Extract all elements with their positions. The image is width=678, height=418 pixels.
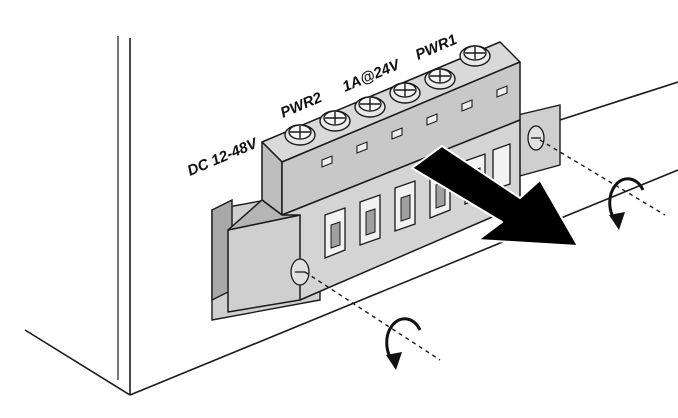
right-mounting-screw <box>527 125 545 151</box>
pull-out-arrow-icon <box>411 145 579 247</box>
top-face-slots <box>321 85 508 168</box>
device-housing <box>24 36 678 396</box>
screw-icon <box>389 82 421 104</box>
rotate-counterclockwise-icon <box>385 317 422 370</box>
screw-icon <box>459 45 491 67</box>
screw-icon <box>424 68 456 90</box>
screw-axis-lines <box>304 139 666 361</box>
screw-icon <box>284 124 316 146</box>
rotate-counterclockwise-icon <box>608 177 645 230</box>
screw-icon <box>319 110 351 132</box>
voltage-range-label: DC 12-48V <box>185 134 262 179</box>
pwr1-label: PWR1 <box>413 31 460 64</box>
left-mounting-screw <box>290 258 310 286</box>
screw-terminals <box>284 45 491 146</box>
screw-icon <box>354 96 386 118</box>
pwr2-label: PWR2 <box>278 89 325 122</box>
